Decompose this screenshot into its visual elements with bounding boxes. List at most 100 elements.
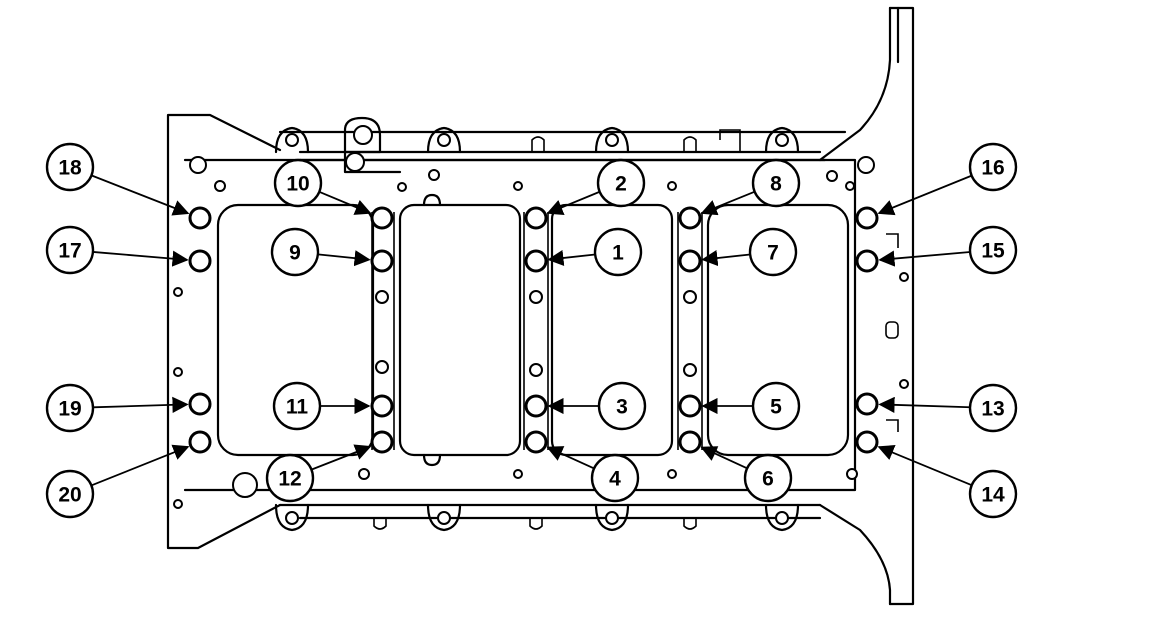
callout-circle-19 xyxy=(45,383,95,433)
callout-circle-3 xyxy=(597,381,647,431)
leader-8 xyxy=(700,190,756,216)
callout-number-15: 15 xyxy=(981,240,1005,263)
bolt-17 xyxy=(188,249,212,273)
callout-12: 12 xyxy=(265,453,315,503)
callout-number-17: 17 xyxy=(58,240,81,263)
bolt-positions xyxy=(188,206,879,454)
leader-20 xyxy=(91,444,190,487)
callout-8: 8 xyxy=(751,158,801,208)
bolt-10 xyxy=(370,206,394,230)
detail-holes xyxy=(173,156,909,509)
callout-number-14: 14 xyxy=(981,484,1005,507)
callout-number-2: 2 xyxy=(615,173,627,196)
callout-circle-9 xyxy=(270,227,320,277)
leader-14 xyxy=(877,445,973,487)
leader-12 xyxy=(311,444,372,471)
bolt-2 xyxy=(524,206,548,230)
leader-10 xyxy=(318,191,372,215)
bolt-3 xyxy=(524,394,548,418)
leader-7 xyxy=(701,249,751,267)
callout-16: 16 xyxy=(968,142,1018,192)
callout-number-20: 20 xyxy=(58,484,81,507)
bolt-12 xyxy=(370,430,394,454)
bolt-19 xyxy=(188,392,212,416)
bolt-14 xyxy=(855,430,879,454)
callout-2: 2 xyxy=(596,158,646,208)
callout-circle-2 xyxy=(596,158,646,208)
callout-circle-4 xyxy=(590,453,640,503)
leader-13 xyxy=(878,396,971,413)
callout-11: 11 xyxy=(272,381,322,431)
callout-number-4: 4 xyxy=(609,468,621,491)
callout-circle-14 xyxy=(968,469,1018,519)
bolt-16 xyxy=(855,206,879,230)
callout-3: 3 xyxy=(597,381,647,431)
callout-number-9: 9 xyxy=(289,242,301,265)
leader-16 xyxy=(877,174,973,216)
callout-circle-20 xyxy=(45,469,95,519)
callout-9: 9 xyxy=(270,227,320,277)
callout-number-18: 18 xyxy=(58,157,82,180)
bolt-7 xyxy=(678,249,702,273)
leader-17 xyxy=(92,250,189,267)
leader-9 xyxy=(317,250,371,267)
bolt-5 xyxy=(678,394,702,418)
callout-number-5: 5 xyxy=(770,396,782,419)
leader-15 xyxy=(878,250,971,267)
callout-circle-18 xyxy=(45,142,95,192)
callout-19: 19 xyxy=(45,383,95,433)
callout-circle-10 xyxy=(273,158,323,208)
bolt-20 xyxy=(188,430,212,454)
callout-13: 13 xyxy=(968,383,1018,433)
callout-circle-13 xyxy=(968,383,1018,433)
bolt-11 xyxy=(370,394,394,418)
callout-circle-17 xyxy=(45,225,95,275)
callout-20: 20 xyxy=(45,469,95,519)
callout-15: 15 xyxy=(968,225,1018,275)
callout-number-8: 8 xyxy=(770,173,782,196)
callout-number-12: 12 xyxy=(278,468,301,491)
callout-circle-15 xyxy=(968,225,1018,275)
callout-number-19: 19 xyxy=(58,398,81,421)
callout-circle-1 xyxy=(593,227,643,277)
callout-7: 7 xyxy=(748,227,798,277)
callout-10: 10 xyxy=(273,158,323,208)
callout-circle-16 xyxy=(968,142,1018,192)
callout-number-11: 11 xyxy=(286,396,309,419)
bolt-6 xyxy=(678,430,702,454)
callout-leaders xyxy=(91,174,973,487)
callout-circle-12 xyxy=(265,453,315,503)
leader-2 xyxy=(546,190,601,215)
leader-6 xyxy=(700,446,748,470)
leader-19 xyxy=(92,396,189,413)
housing-outline xyxy=(166,6,915,606)
bolt-18 xyxy=(188,206,212,230)
callout-number-3: 3 xyxy=(616,396,628,419)
callout-circle-8 xyxy=(751,158,801,208)
callout-circle-5 xyxy=(751,381,801,431)
leader-4 xyxy=(546,446,595,470)
callout-1: 1 xyxy=(593,227,643,277)
bolt-1 xyxy=(524,249,548,273)
callout-number-7: 7 xyxy=(767,242,779,265)
callout-number-6: 6 xyxy=(762,468,774,491)
callout-circle-6 xyxy=(743,453,793,503)
callout-number-13: 13 xyxy=(981,398,1004,421)
callout-14: 14 xyxy=(968,469,1018,519)
bolt-8 xyxy=(678,206,702,230)
callout-4: 4 xyxy=(590,453,640,503)
callout-18: 18 xyxy=(45,142,95,192)
callout-5: 5 xyxy=(751,381,801,431)
callout-number-1: 1 xyxy=(612,242,624,265)
bolt-4 xyxy=(524,430,548,454)
callout-number-10: 10 xyxy=(286,173,309,196)
callout-6: 6 xyxy=(743,453,793,503)
callout-circle-11 xyxy=(272,381,322,431)
callout-17: 17 xyxy=(45,225,95,275)
bolt-13 xyxy=(855,392,879,416)
bolt-9 xyxy=(370,249,394,273)
bolt-15 xyxy=(855,249,879,273)
